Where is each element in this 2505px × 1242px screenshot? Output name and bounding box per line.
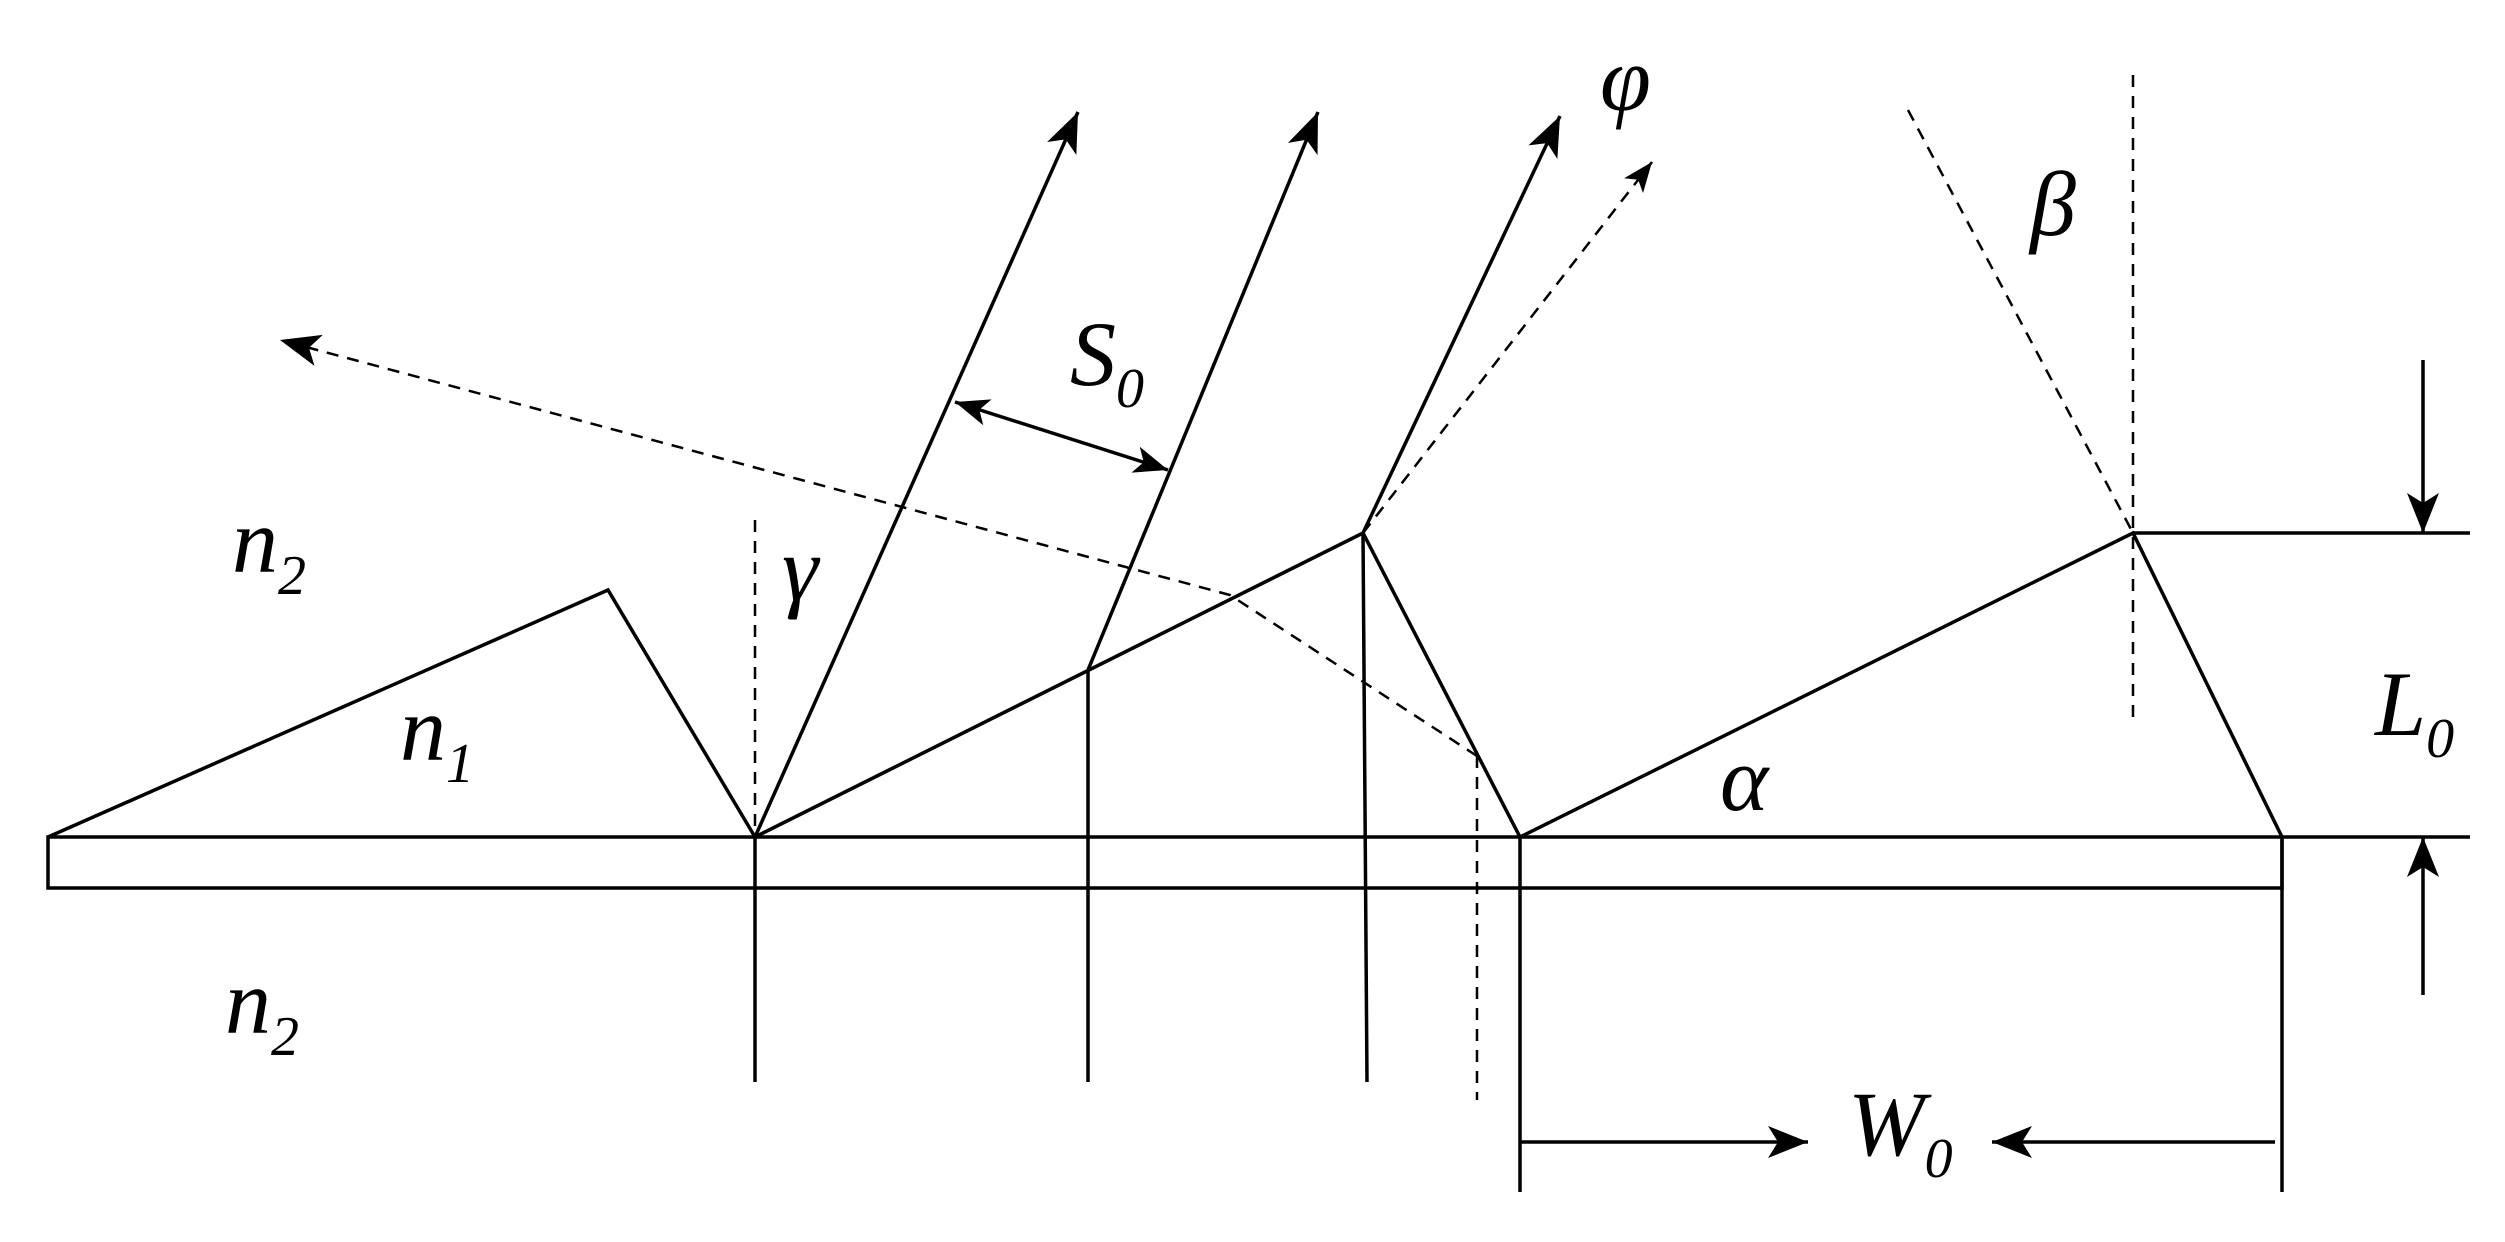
- label-n2-top: n2: [232, 490, 306, 607]
- label-w0: W0: [1848, 1073, 1953, 1190]
- diffracted-ray-2: [1086, 111, 1320, 671]
- vertical-line-3: [1361, 532, 1369, 1083]
- label-s0: S0: [1070, 303, 1144, 420]
- label-beta: β: [2028, 153, 2076, 255]
- label-phi: φ: [1600, 28, 1651, 130]
- s0-double-arrow: [954, 399, 1169, 473]
- beta-slope-dashed: [1906, 109, 2135, 534]
- diffracted-ray-3: [1361, 115, 1562, 534]
- diffracted-ray-1: [753, 111, 1080, 838]
- label-gamma: γ: [782, 518, 821, 620]
- label-n1: n1: [400, 678, 474, 795]
- label-l0: L0: [2373, 653, 2454, 770]
- incident-ray-dashed: [279, 334, 1478, 758]
- substrate-slab: [46, 835, 2284, 890]
- label-n2-bottom: n2: [225, 951, 299, 1068]
- diffracted-ray-dashed: [1362, 161, 1653, 534]
- label-alpha: α: [1720, 728, 1770, 830]
